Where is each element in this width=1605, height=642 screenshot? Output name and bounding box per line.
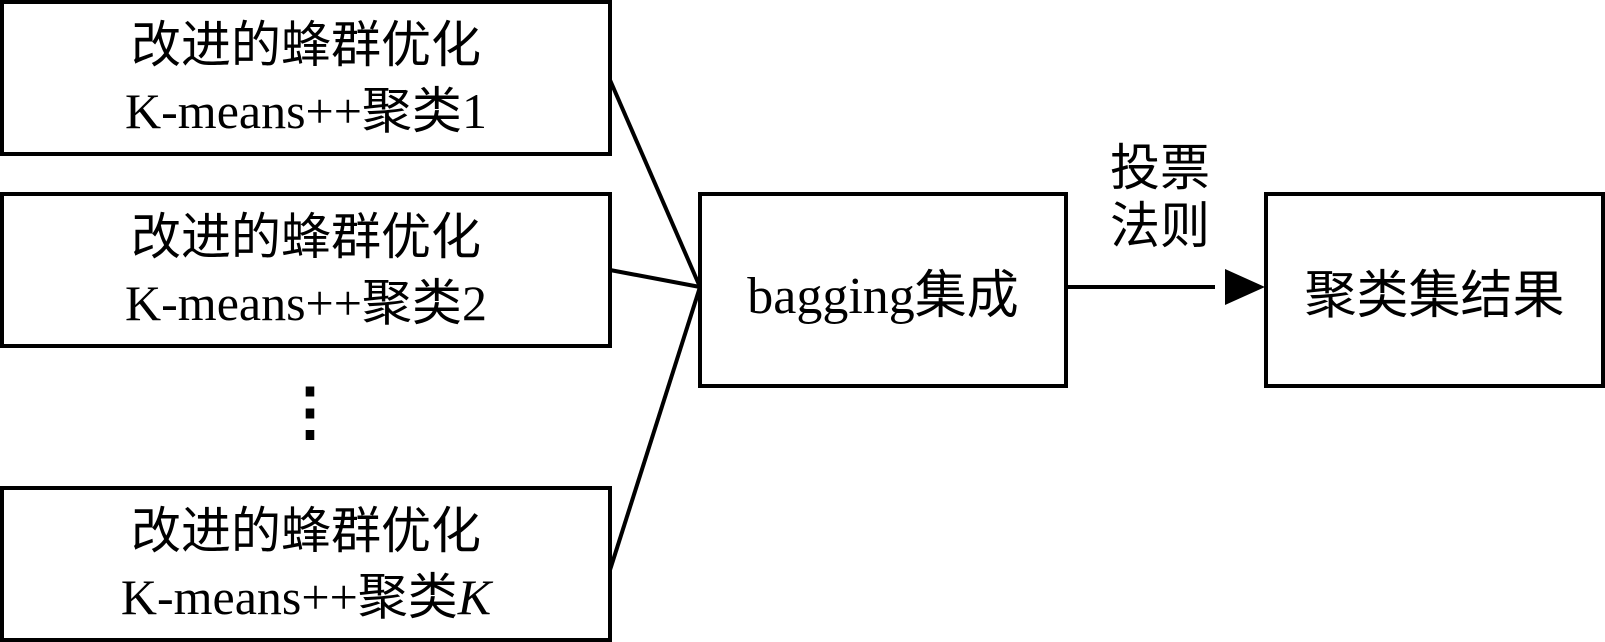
ellipsis: ⋮: [278, 376, 342, 447]
connector-2: [609, 268, 701, 289]
clusterer-subtitle: K-means++聚类2: [125, 275, 487, 331]
result-label: 聚类集结果: [1304, 267, 1565, 325]
connector-1: [608, 79, 702, 288]
arrowhead: [1225, 269, 1265, 305]
clusterer-title: 改进的蜂群优化: [131, 209, 481, 265]
clusterer-subtitle: K-means++聚类K: [120, 569, 492, 625]
clusterer-title: 改进的蜂群优化: [131, 17, 481, 73]
clusterer-title: 改进的蜂群优化: [131, 503, 481, 559]
clusterer-box-k: 改进的蜂群优化 K-means++聚类K: [0, 486, 612, 642]
connector-k: [608, 286, 702, 571]
edge-label: 投票 法则: [1090, 139, 1230, 255]
edge-label-line1: 投票: [1110, 140, 1210, 196]
result-box: 聚类集结果: [1264, 192, 1605, 388]
ensemble-label: bagging集成: [747, 267, 1019, 325]
clusterer-box-1: 改进的蜂群优化 K-means++聚类1: [0, 0, 612, 156]
clusterer-subtitle: K-means++聚类1: [125, 83, 487, 139]
ensemble-box: bagging集成: [698, 192, 1068, 388]
clusterer-box-2: 改进的蜂群优化 K-means++聚类2: [0, 192, 612, 348]
edge-label-line2: 法则: [1110, 198, 1210, 254]
